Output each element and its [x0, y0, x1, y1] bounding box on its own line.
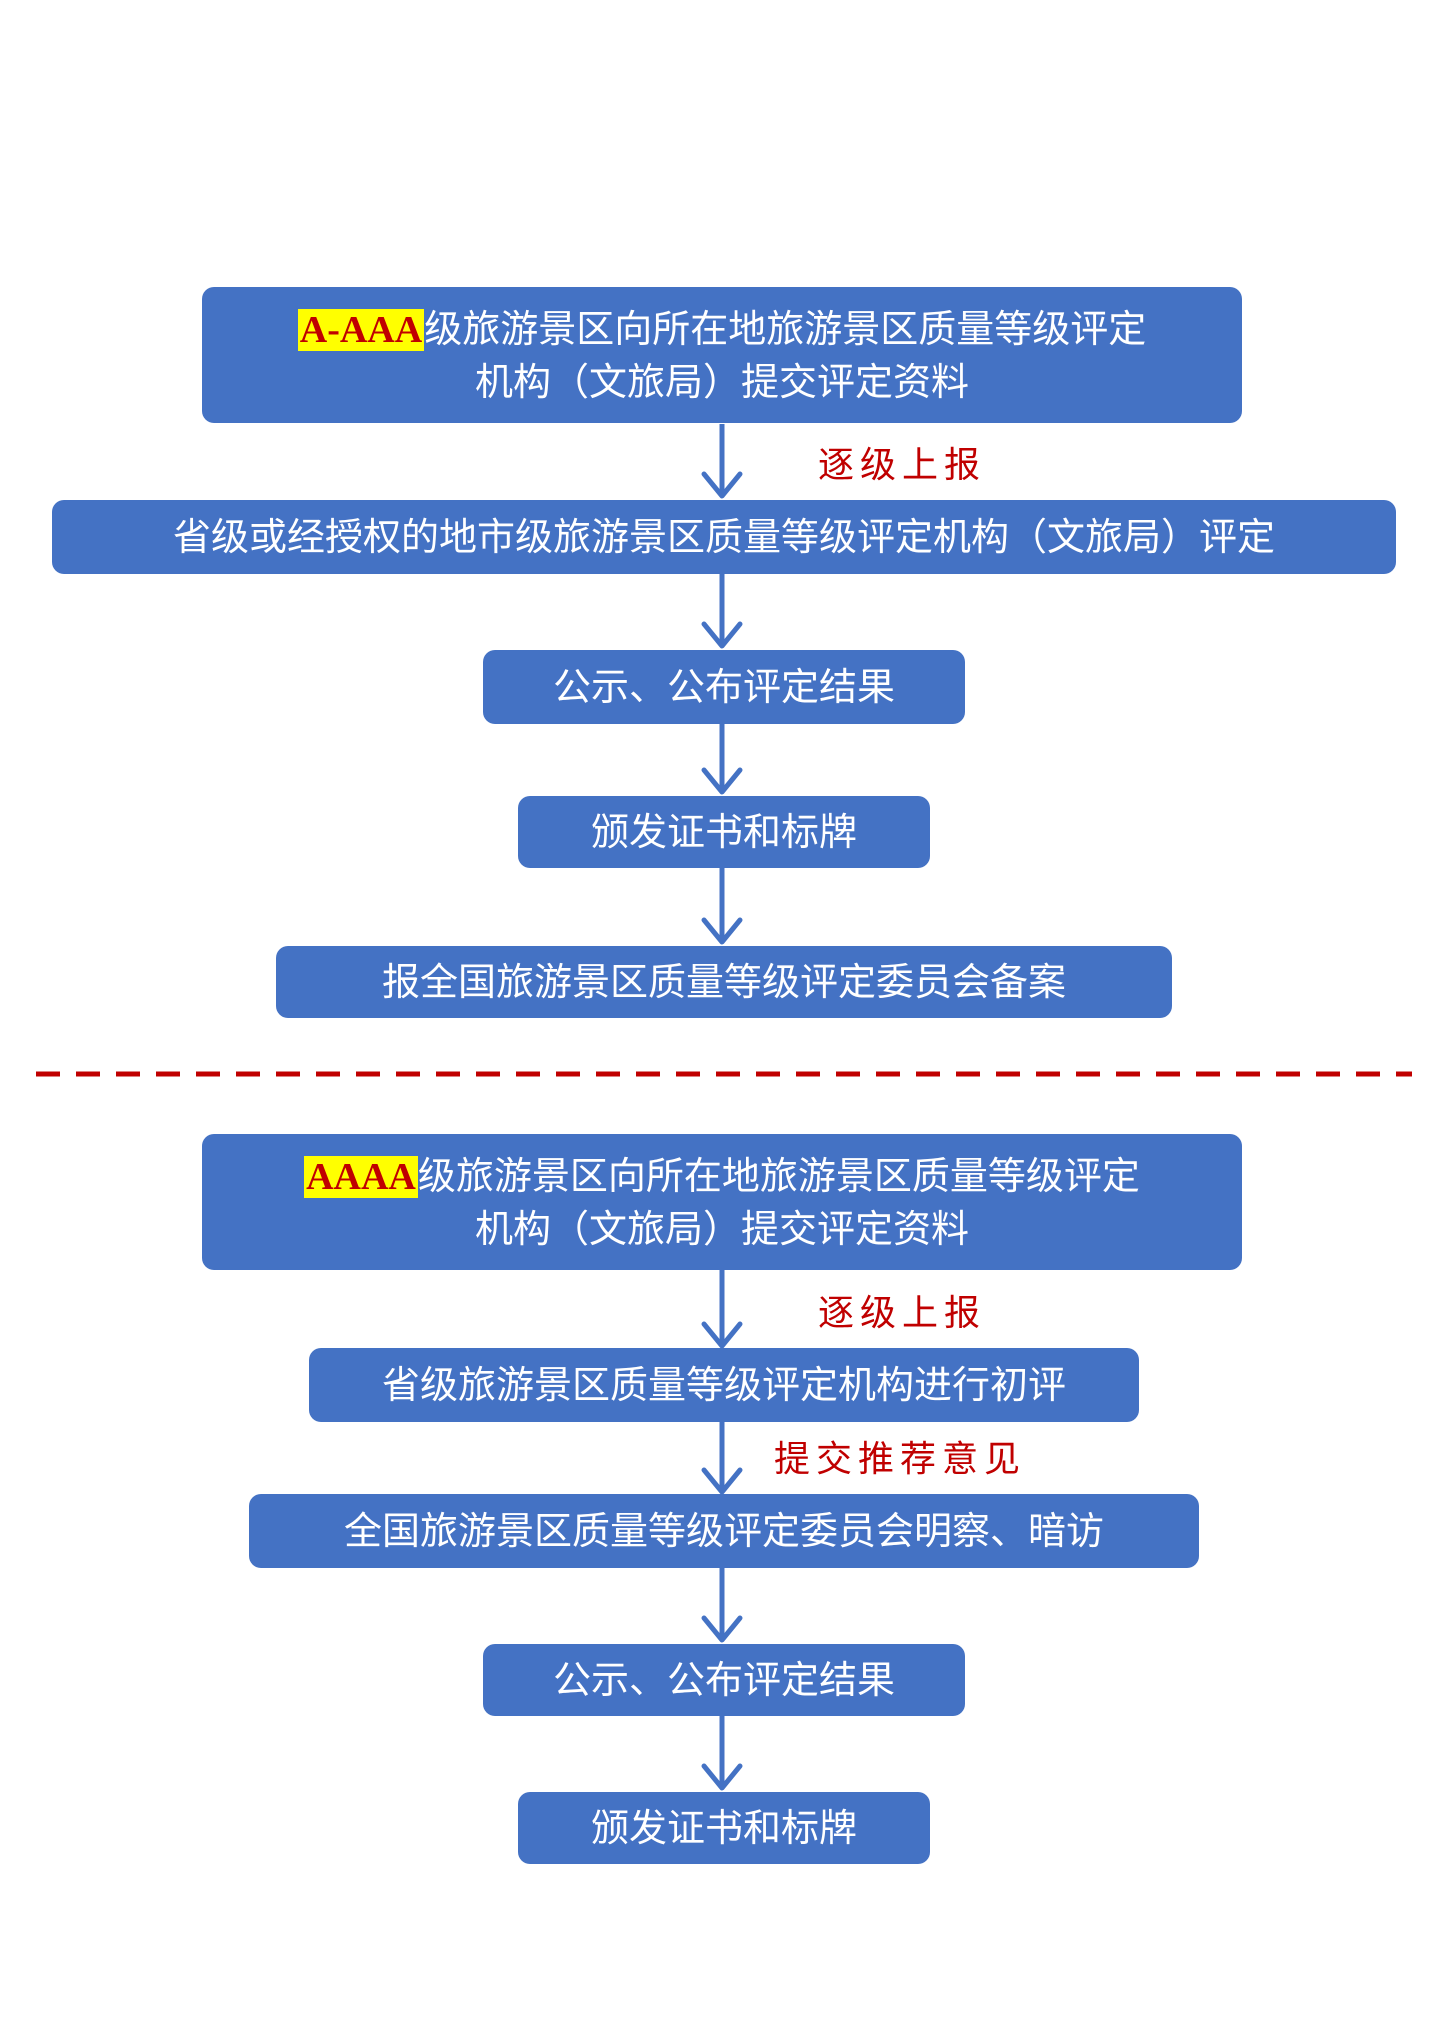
s1-step4-box: 颁发证书和标牌 — [518, 796, 930, 868]
arrowhead-s2-4-5 — [701, 1763, 743, 1791]
s1-step5-text: 报全国旅游景区质量等级评定委员会备案 — [381, 960, 1066, 1004]
s1-step2-text: 省级或经授权的地市级旅游景区质量等级评定机构（文旅局）评定 — [172, 515, 1275, 559]
arrowhead-s1-3-4 — [701, 767, 743, 795]
s2-step5-text: 颁发证书和标牌 — [590, 1806, 857, 1850]
s2-step3-text: 全国旅游景区质量等级评定委员会明察、暗访 — [343, 1509, 1104, 1553]
s2-step3-box: 全国旅游景区质量等级评定委员会明察、暗访 — [249, 1494, 1199, 1568]
arrowhead-s1-1-2 — [701, 471, 743, 499]
s2-step1-line2: 机构（文旅局）提交评定资料 — [474, 1206, 969, 1251]
s1-step3-box: 公示、公布评定结果 — [483, 650, 965, 724]
s2-grade-highlight: AAAA — [304, 1155, 418, 1198]
s1-step1-box: A-AAA级旅游景区向所在地旅游景区质量等级评定 机构（文旅局）提交评定资料 — [202, 287, 1242, 423]
s2-step1-text1: 级旅游景区向所在地旅游景区质量等级评定 — [417, 1153, 1140, 1198]
s2-step5-box: 颁发证书和标牌 — [518, 1792, 930, 1864]
arrowhead-s1-2-3 — [701, 621, 743, 649]
s1-step3-text: 公示、公布评定结果 — [552, 665, 895, 709]
s2-note-report: 逐级上报 — [818, 1293, 987, 1334]
s1-step1-line2: 机构（文旅局）提交评定资料 — [474, 359, 969, 404]
s1-step2-box: 省级或经授权的地市级旅游景区质量等级评定机构（文旅局）评定 — [52, 500, 1396, 574]
arrowhead-s1-4-5 — [701, 917, 743, 945]
s1-step1-text1: 级旅游景区向所在地旅游景区质量等级评定 — [424, 306, 1147, 351]
s1-step5-box: 报全国旅游景区质量等级评定委员会备案 — [276, 946, 1172, 1018]
s2-step1-box: AAAA级旅游景区向所在地旅游景区质量等级评定 机构（文旅局）提交评定资料 — [202, 1134, 1242, 1270]
arrowhead-s2-3-4 — [701, 1615, 743, 1643]
s2-step1-line1: AAAA级旅游景区向所在地旅游景区质量等级评定 — [304, 1150, 1140, 1203]
s2-step2-box: 省级旅游景区质量等级评定机构进行初评 — [309, 1348, 1139, 1422]
s2-step4-text: 公示、公布评定结果 — [552, 1658, 895, 1702]
s2-step4-box: 公示、公布评定结果 — [483, 1644, 965, 1716]
s2-step2-text: 省级旅游景区质量等级评定机构进行初评 — [381, 1363, 1066, 1407]
s1-step4-text: 颁发证书和标牌 — [590, 810, 857, 854]
s1-grade-highlight: A-AAA — [297, 308, 425, 351]
arrowhead-s2-1-2 — [701, 1321, 743, 1349]
s1-note-report: 逐级上报 — [818, 445, 987, 486]
s1-step1-line1: A-AAA级旅游景区向所在地旅游景区质量等级评定 — [297, 303, 1147, 356]
arrowhead-s2-2-3 — [701, 1467, 743, 1495]
section1-arrows — [701, 424, 743, 945]
s2-note-recommend: 提交推荐意见 — [774, 1439, 1027, 1480]
section2-arrows — [701, 1270, 743, 1791]
